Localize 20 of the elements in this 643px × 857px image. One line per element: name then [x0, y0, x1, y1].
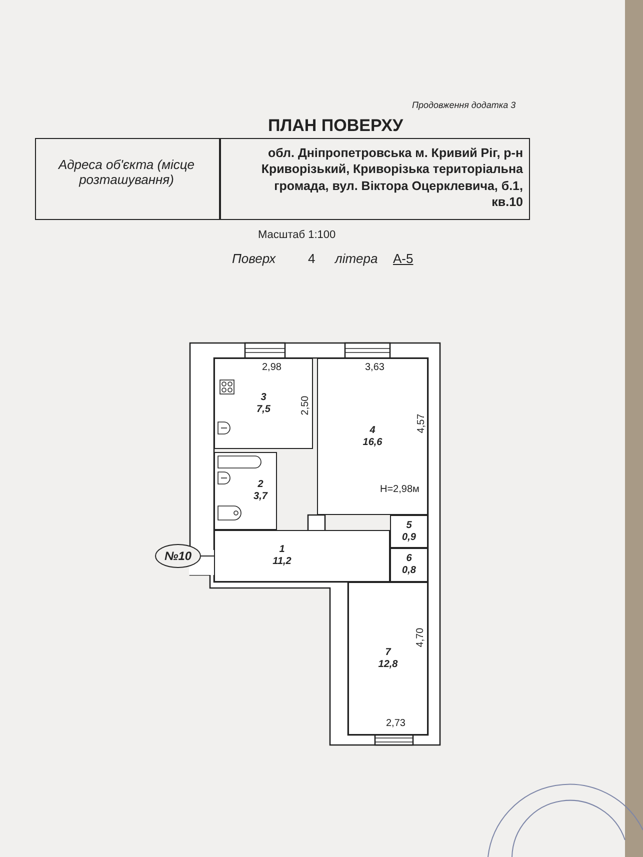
title: ПЛАН ПОВЕРХУ [268, 116, 404, 136]
room: 5 0,9 [390, 515, 428, 548]
room: 1 11,2 [214, 530, 390, 582]
room: 2 3,7 [214, 452, 277, 530]
letter-value: А-5 [393, 251, 414, 266]
dimension-label: 2,50 [300, 396, 312, 416]
dimension-label: 3,63 [365, 362, 384, 373]
dimension-label: 4,70 [415, 628, 426, 648]
scale-text: Масштаб 1:100 [258, 229, 336, 241]
floor-label: Поверх [232, 251, 276, 266]
height-label: H=2,98м [380, 484, 420, 495]
address-text: обл. Дніпропетровська м. Кривий Ріг, р-н Криворізький, Криворізька територіальна громада, вул. Віктора Оцерклевича, б.1, кв.10 [261, 145, 523, 210]
note: Продовження додатка 3 [412, 100, 516, 110]
floor-number: 4 [308, 251, 316, 266]
dimension-label: 2,73 [386, 718, 406, 729]
room: 6 0,8 [390, 548, 428, 582]
letter-label: літера [335, 251, 378, 266]
dimension-label: 4,57 [416, 414, 428, 434]
dimension-label: 2,98 [262, 362, 282, 373]
address-heading: Адреса об'єкта (місце розташування) [57, 157, 196, 187]
